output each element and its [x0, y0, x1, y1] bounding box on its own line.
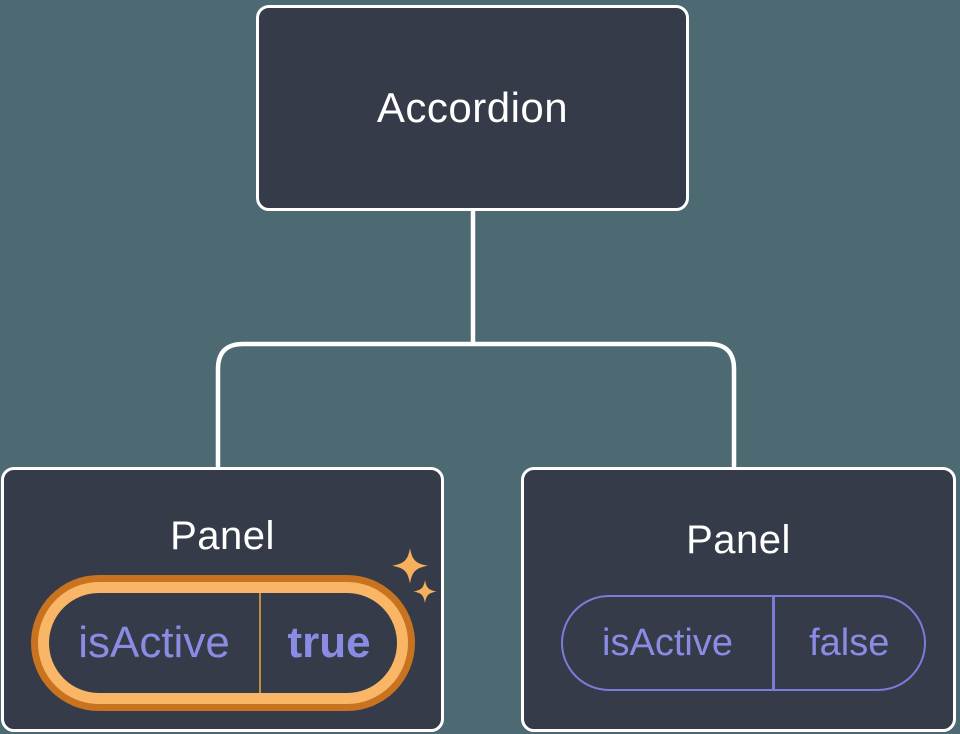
node-accordion-label: Accordion	[376, 84, 569, 131]
prop-value-label: true	[287, 618, 371, 667]
sparkle-small	[413, 580, 437, 603]
node-accordion: Accordion	[256, 5, 689, 211]
node-panel-active: Panel isActive true	[1, 467, 444, 732]
connector-bracket	[215, 341, 737, 470]
panel-active-title: Panel	[170, 514, 275, 558]
pill-divider	[772, 597, 775, 689]
prop-pill-active: isActive true	[38, 582, 408, 704]
prop-name-label: isActive	[602, 621, 733, 664]
node-panel-inactive: Panel isActive false	[521, 467, 956, 732]
prop-value-label: false	[809, 621, 890, 664]
panel-inactive-title: Panel	[686, 518, 791, 562]
pill-divider	[259, 593, 261, 693]
prop-pill-inactive: isActive false	[561, 595, 926, 691]
prop-name-label: isActive	[78, 618, 230, 667]
